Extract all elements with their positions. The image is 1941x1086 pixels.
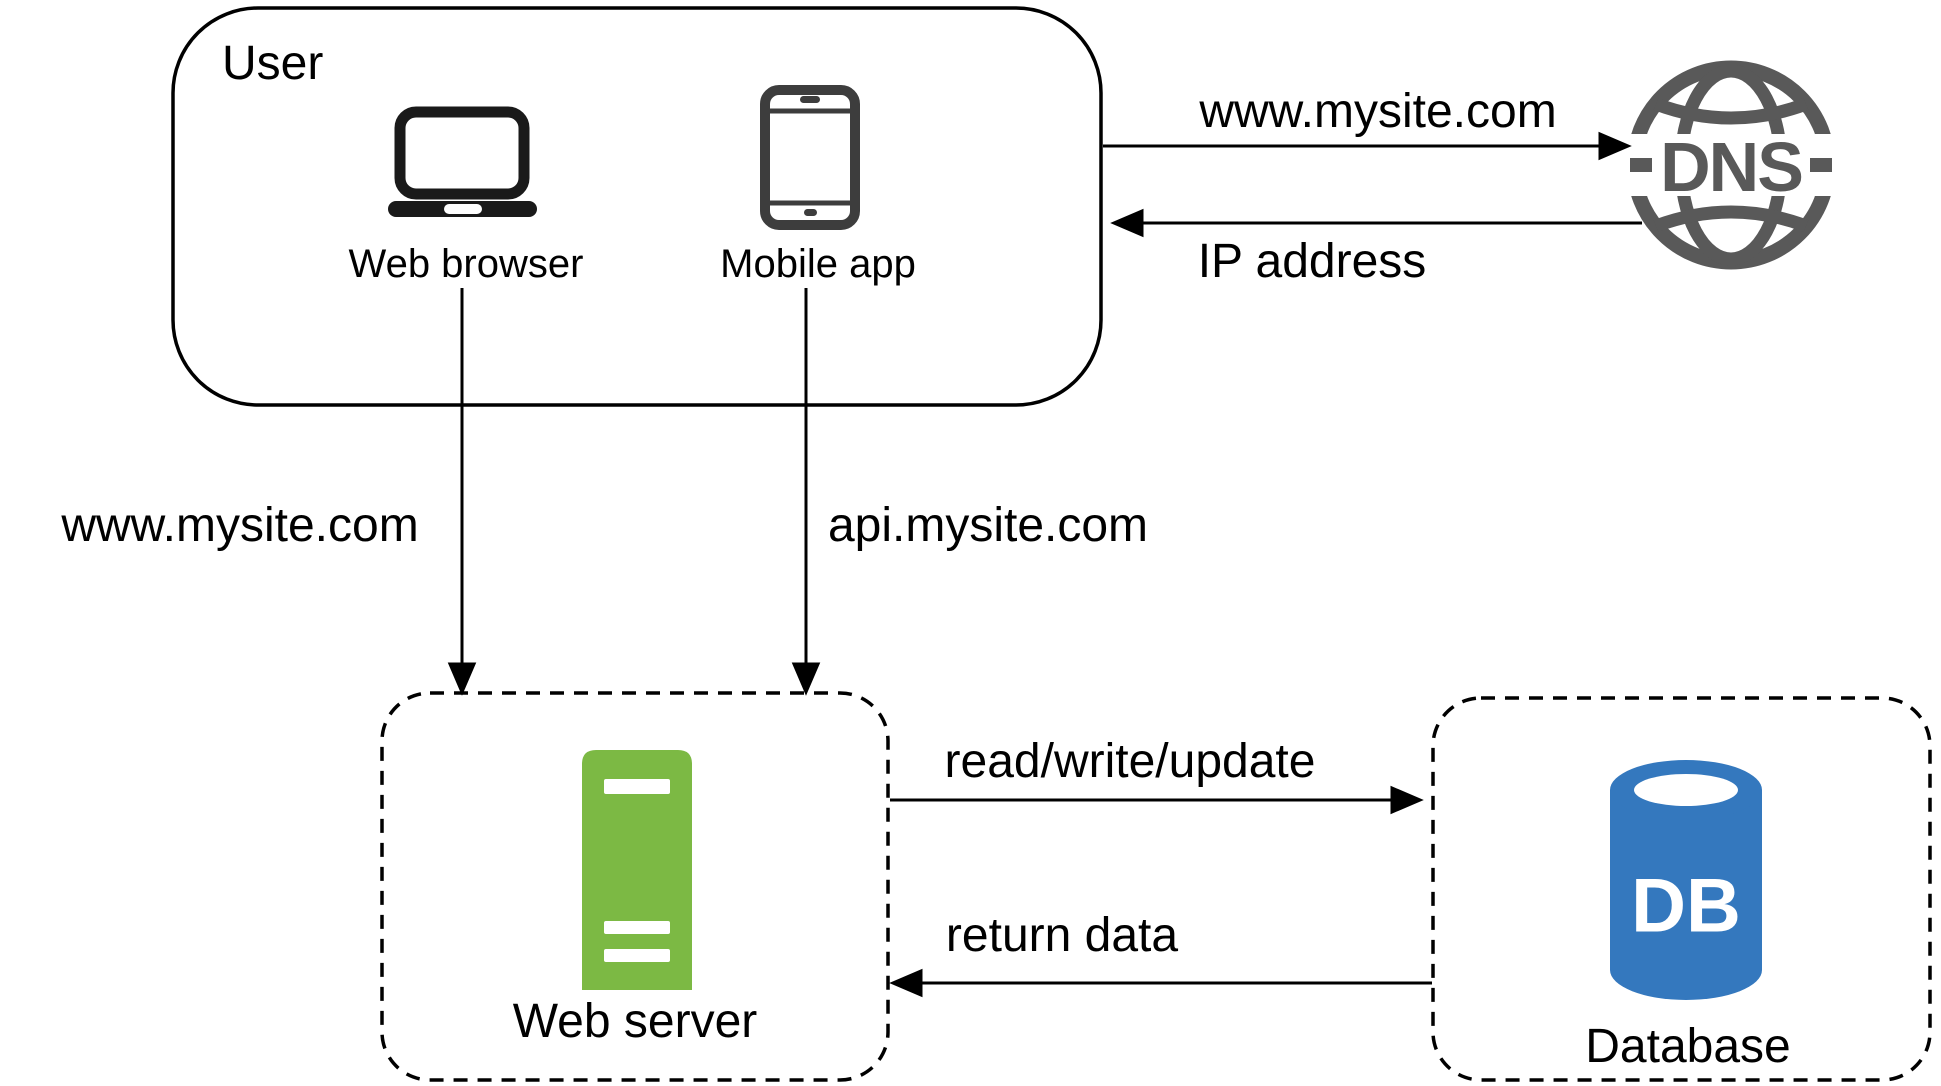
arrow-webserver-to-database — [890, 785, 1424, 815]
flow-label-browser-request: www.mysite.com — [61, 499, 419, 552]
db-icon-text: DB — [1631, 864, 1741, 949]
user-title: User — [222, 37, 324, 90]
flow-label-dns-request: www.mysite.com — [1199, 85, 1557, 138]
user-box — [171, 6, 1103, 407]
arrow-browser-to-webserver — [447, 288, 477, 696]
dns-icon-text: DNS — [1660, 128, 1802, 206]
arrow-user-to-dns — [1103, 131, 1632, 161]
database-icon: DB — [1610, 760, 1762, 1000]
database-label: Database — [1585, 1020, 1791, 1073]
flow-label-dns-response: IP address — [1197, 235, 1427, 288]
flow-label-return-data: return data — [945, 909, 1179, 962]
arrow-mobile-to-webserver — [791, 288, 821, 696]
arrow-database-to-webserver — [889, 968, 1432, 998]
arrow-dns-to-user — [1110, 208, 1642, 238]
mobile-app-label: Mobile app — [720, 242, 916, 286]
dns-globe-icon: DNS — [1620, 60, 1842, 270]
web-server-label: Web server — [512, 995, 758, 1048]
server-icon — [582, 750, 692, 990]
flow-label-read-write-update: read/write/update — [944, 735, 1316, 788]
flow-label-mobile-request: api.mysite.com — [827, 499, 1149, 552]
web-browser-label: Web browser — [348, 242, 584, 286]
laptop-icon — [388, 106, 537, 217]
smartphone-icon — [760, 85, 860, 230]
